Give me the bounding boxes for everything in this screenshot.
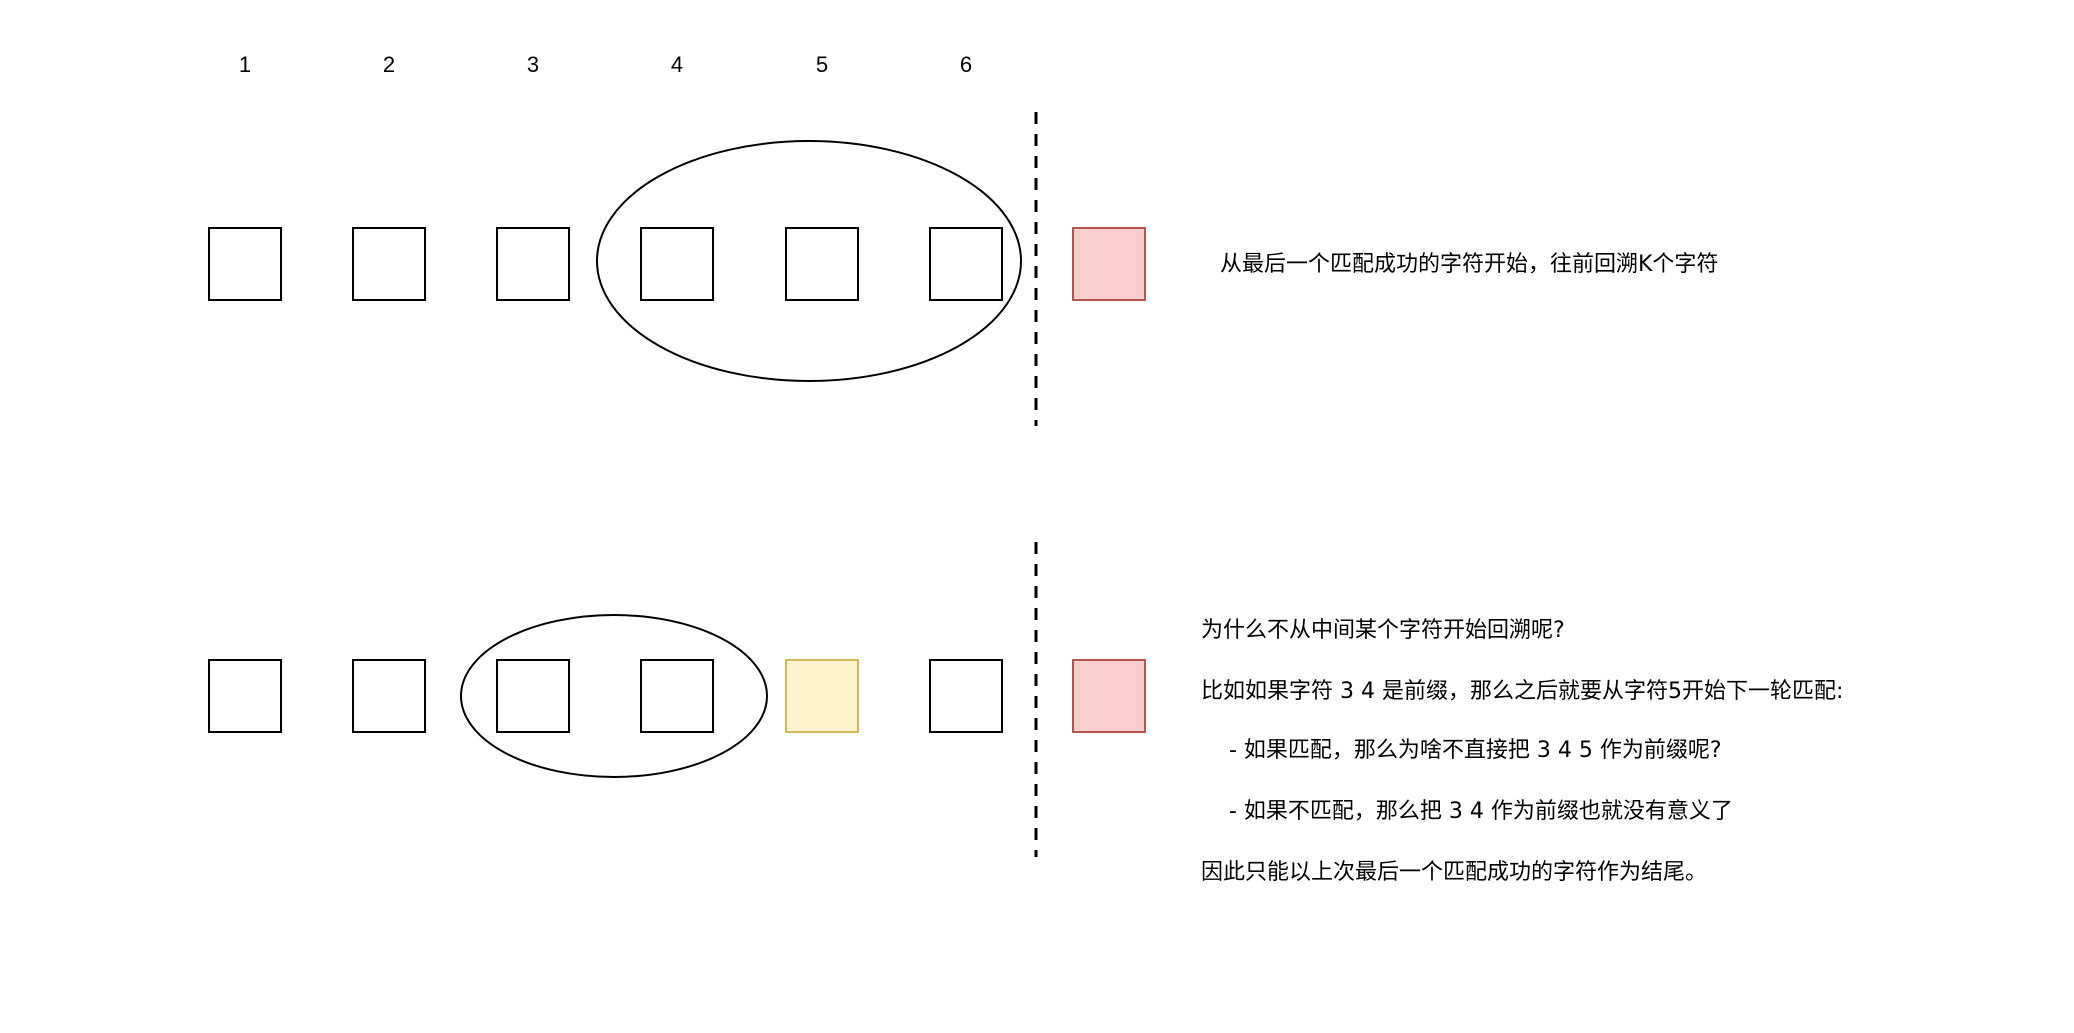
char-box [352, 659, 426, 733]
top-group-ellipse [596, 140, 1022, 382]
bottom-group-ellipse [460, 614, 768, 778]
index-label: 6 [959, 52, 973, 77]
index-label: 5 [815, 52, 829, 77]
mismatch-char-box [1072, 227, 1146, 301]
mismatch-char-box [1072, 659, 1146, 733]
bottom-note-line: 为什么不从中间某个字符开始回溯呢? [1201, 618, 1565, 643]
index-label: 1 [238, 52, 252, 77]
char-box [640, 227, 714, 301]
next-char-box [785, 659, 859, 733]
char-box [496, 227, 570, 301]
bottom-note-line: 比如如果字符 3 4 是前缀，那么之后就要从字符5开始下一轮匹配: [1201, 679, 1844, 704]
char-box [929, 659, 1003, 733]
char-box [208, 659, 282, 733]
index-label: 4 [670, 52, 684, 77]
char-box [785, 227, 859, 301]
index-label: 3 [526, 52, 540, 77]
bottom-note-line: 因此只能以上次最后一个匹配成功的字符作为结尾。 [1201, 860, 1708, 885]
top-note: 从最后一个匹配成功的字符开始，往前回溯K个字符 [1220, 252, 1719, 277]
bottom-note-line: - 如果匹配，那么为啥不直接把 3 4 5 作为前缀呢? [1201, 738, 1722, 763]
index-label: 2 [382, 52, 396, 77]
char-box [208, 227, 282, 301]
char-box [352, 227, 426, 301]
bottom-note-line: - 如果不匹配，那么把 3 4 作为前缀也就没有意义了 [1201, 799, 1733, 824]
char-box [640, 659, 714, 733]
char-box [496, 659, 570, 733]
char-box [929, 227, 1003, 301]
